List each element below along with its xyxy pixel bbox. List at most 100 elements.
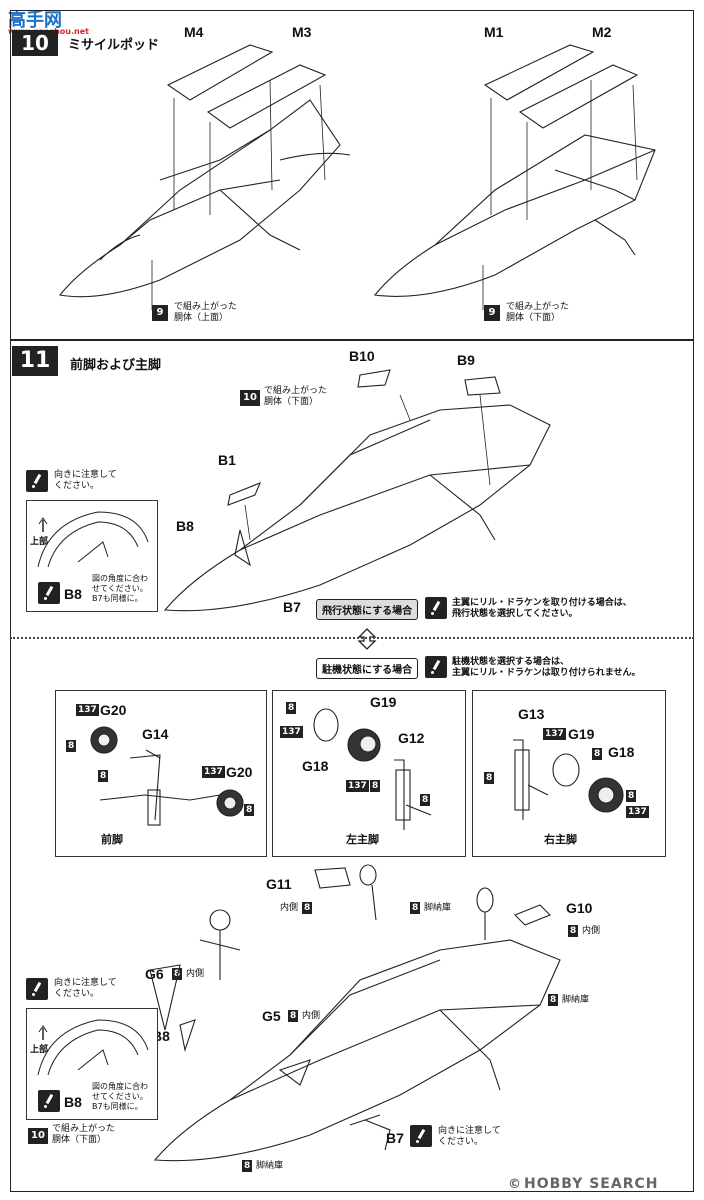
part-m3: M3 [292, 24, 312, 40]
b7-orientation-note: 向きに注意して ください。 [438, 1126, 501, 1147]
flight-mode-label: 飛行状態にする場合 [316, 599, 419, 620]
ref-step-chip: 10 [240, 390, 260, 406]
part-b8-inset: B8 [64, 586, 82, 602]
warning-icon [26, 470, 48, 492]
chip-8: 8 [410, 902, 421, 914]
step11-frame [10, 340, 694, 1192]
part-g20: G20 [100, 702, 127, 718]
part-b10: B10 [349, 348, 375, 364]
copyright-mark: © [508, 1177, 521, 1192]
part-b7: B7 [283, 599, 301, 615]
part-g18-r: G18 [608, 744, 635, 760]
part-g5: G5 [262, 1008, 281, 1024]
warning-icon [26, 978, 48, 1000]
chip-8: 8 [568, 925, 579, 937]
up-label: 上部 [30, 537, 49, 547]
part-g19-r: G19 [568, 726, 595, 742]
ref-text: で組み上がった 胴体（下面） [52, 1124, 116, 1145]
nose-detail-drawing [37, 1019, 149, 1076]
aircraft-bottom-drawing [373, 44, 656, 310]
chip-137: 137 [76, 704, 99, 716]
part-g18: G18 [302, 758, 329, 774]
orientation-note: 向きに注意して ください。 [54, 470, 117, 491]
inner-label: 内側 [186, 969, 205, 979]
watermark-logo: 高手网 [8, 10, 62, 31]
part-b7-bottom: B7 [386, 1130, 404, 1146]
part-m2: M2 [592, 24, 612, 40]
right-main-gear-box [472, 690, 666, 857]
ref-text: で組み上がった 胴体（下面） [264, 386, 328, 407]
step10-frame [10, 10, 694, 340]
part-g10: G10 [566, 900, 593, 916]
inset-b8-orientation [26, 500, 158, 612]
bay-label: 脚納庫 [256, 1161, 284, 1171]
aircraft-gear-assembly-drawing [149, 864, 561, 1162]
part-m4: M4 [184, 24, 204, 40]
step11-title: 前脚および主脚 [70, 358, 162, 373]
chip-137: 137 [346, 780, 369, 792]
chip-137: 137 [626, 806, 649, 818]
park-mode-label: 駐機状態にする場合 [316, 658, 419, 679]
chip-8: 8 [288, 1010, 299, 1022]
inset-note: 図の角度に合わ せてください。 B7も同様に。 [92, 1082, 148, 1111]
step10-title: ミサイルポッド [68, 38, 160, 53]
inner-label: 内側 [582, 926, 601, 936]
part-b8: B8 [176, 518, 194, 534]
front-gear-title: 前脚 [101, 833, 123, 846]
chip-137: 137 [202, 766, 225, 778]
left-main-gear-drawing [313, 708, 432, 830]
chip-8: 8 [370, 780, 381, 792]
warning-icon [38, 582, 60, 604]
ref-text: で組み上がった 胴体（上面） [174, 302, 238, 323]
right-main-title: 右主脚 [544, 833, 577, 846]
inset-note: 図の角度に合わ せてください。 B7も同様に。 [92, 574, 148, 603]
ref-step-chip: 10 [28, 1128, 48, 1144]
chip-8: 8 [286, 702, 297, 714]
right-main-gear-drawing [513, 739, 624, 820]
step11-number: 11 [12, 346, 58, 376]
hobbysearch-logo: HOBBY SEARCH [524, 1176, 659, 1192]
chip-8: 8 [172, 968, 183, 980]
chip-8: 8 [626, 790, 637, 802]
part-g12: G12 [398, 730, 425, 746]
chip-137: 137 [543, 728, 566, 740]
left-main-gear-box [272, 690, 466, 857]
chip-8: 8 [66, 740, 77, 752]
warning-icon [38, 1090, 60, 1112]
part-b9: B9 [457, 352, 475, 368]
part-b8-inset: B8 [64, 1094, 82, 1110]
warning-icon [425, 597, 447, 619]
up-label: 上部 [30, 1045, 49, 1055]
chip-8: 8 [242, 1160, 253, 1172]
part-g13: G13 [518, 706, 545, 722]
ref-text: で組み上がった 胴体（下面） [506, 302, 570, 323]
part-g19: G19 [370, 694, 397, 710]
ref-step-chip: 9 [484, 305, 500, 321]
chip-8: 8 [98, 770, 109, 782]
part-g14: G14 [142, 726, 169, 742]
warning-icon [425, 656, 447, 678]
chip-8: 8 [420, 794, 431, 806]
aircraft-top-drawing [58, 44, 351, 310]
step10-number: 10 [12, 30, 58, 56]
aircraft-underside-drawing [163, 369, 551, 612]
switch-arrow-icon [357, 628, 377, 650]
warning-icon [410, 1125, 432, 1147]
front-gear-box [55, 690, 267, 857]
bay-label: 脚納庫 [424, 903, 452, 913]
bay-label: 脚納庫 [562, 995, 590, 1005]
orientation-note: 向きに注意して ください。 [54, 978, 117, 999]
ref-step-chip: 9 [152, 305, 168, 321]
part-b1: B1 [218, 452, 236, 468]
inner-label: 内側 [280, 903, 299, 913]
flight-mode-note: 主翼にリル・ドラケンを取り付ける場合は、 飛行状態を選択してください。 [452, 598, 632, 619]
left-main-title: 左主脚 [346, 833, 379, 846]
divider [10, 637, 694, 639]
chip-8: 8 [548, 994, 559, 1006]
part-m1: M1 [484, 24, 504, 40]
inner-label: 内側 [302, 1011, 321, 1021]
chip-137: 137 [280, 726, 303, 738]
part-g11: G11 [266, 876, 292, 892]
park-mode-note: 駐機状態を選択する場合は、 主翼にリル・ドラケンは取り付けられません。 [452, 657, 641, 678]
chip-8: 8 [302, 902, 313, 914]
